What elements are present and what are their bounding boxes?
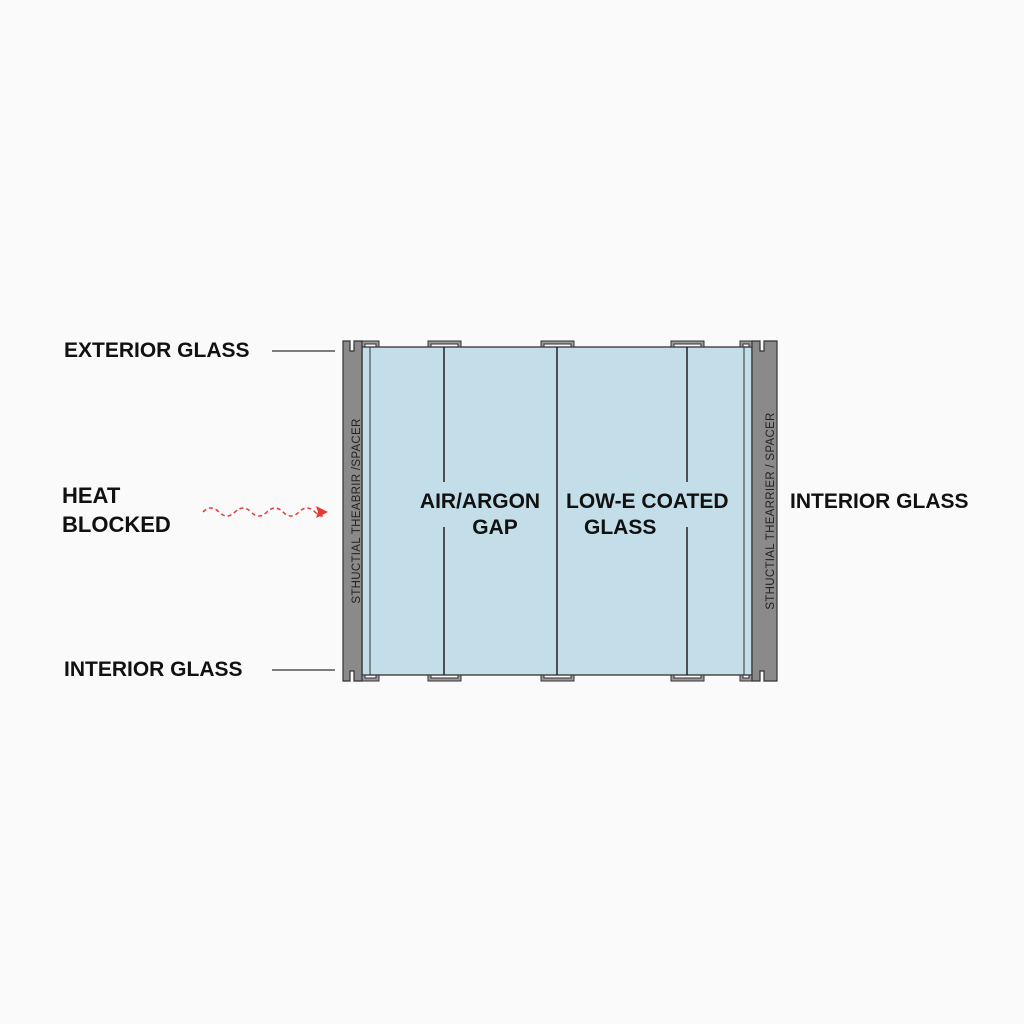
label-heat: HEAT — [62, 483, 121, 508]
label-interior-glass-bottom: INTERIOR GLASS — [64, 658, 243, 681]
label-glass: GLASS — [584, 516, 657, 539]
clip — [540, 674, 575, 682]
clip — [540, 340, 575, 348]
label-gap: GAP — [472, 516, 518, 539]
label-air-argon: AIR/ARGON — [419, 490, 541, 513]
clip — [670, 340, 705, 348]
label-exterior-glass: EXTERIOR GLASS — [64, 339, 250, 362]
right-spacer-bar — [751, 340, 778, 682]
label-low-e: LOW-E COATED — [566, 490, 729, 513]
clip — [739, 674, 753, 682]
label-spacer-left: STHUCTIAL THEABRIR /SPACER — [351, 418, 363, 604]
left-spacer-bar — [342, 340, 363, 682]
heat-arrow-head — [316, 506, 328, 518]
clip — [670, 674, 705, 682]
label-interior-glass-right: INTERIOR GLASS — [790, 490, 969, 513]
clip — [361, 340, 380, 348]
label-spacer-right: STHUCTIAL THEARRIER / SPACER — [765, 412, 777, 610]
clip — [427, 340, 462, 348]
clip — [361, 674, 380, 682]
heat-wave-arrow — [202, 507, 326, 517]
clip — [427, 674, 462, 682]
label-blocked: BLOCKED — [62, 512, 171, 537]
clip — [739, 340, 753, 348]
